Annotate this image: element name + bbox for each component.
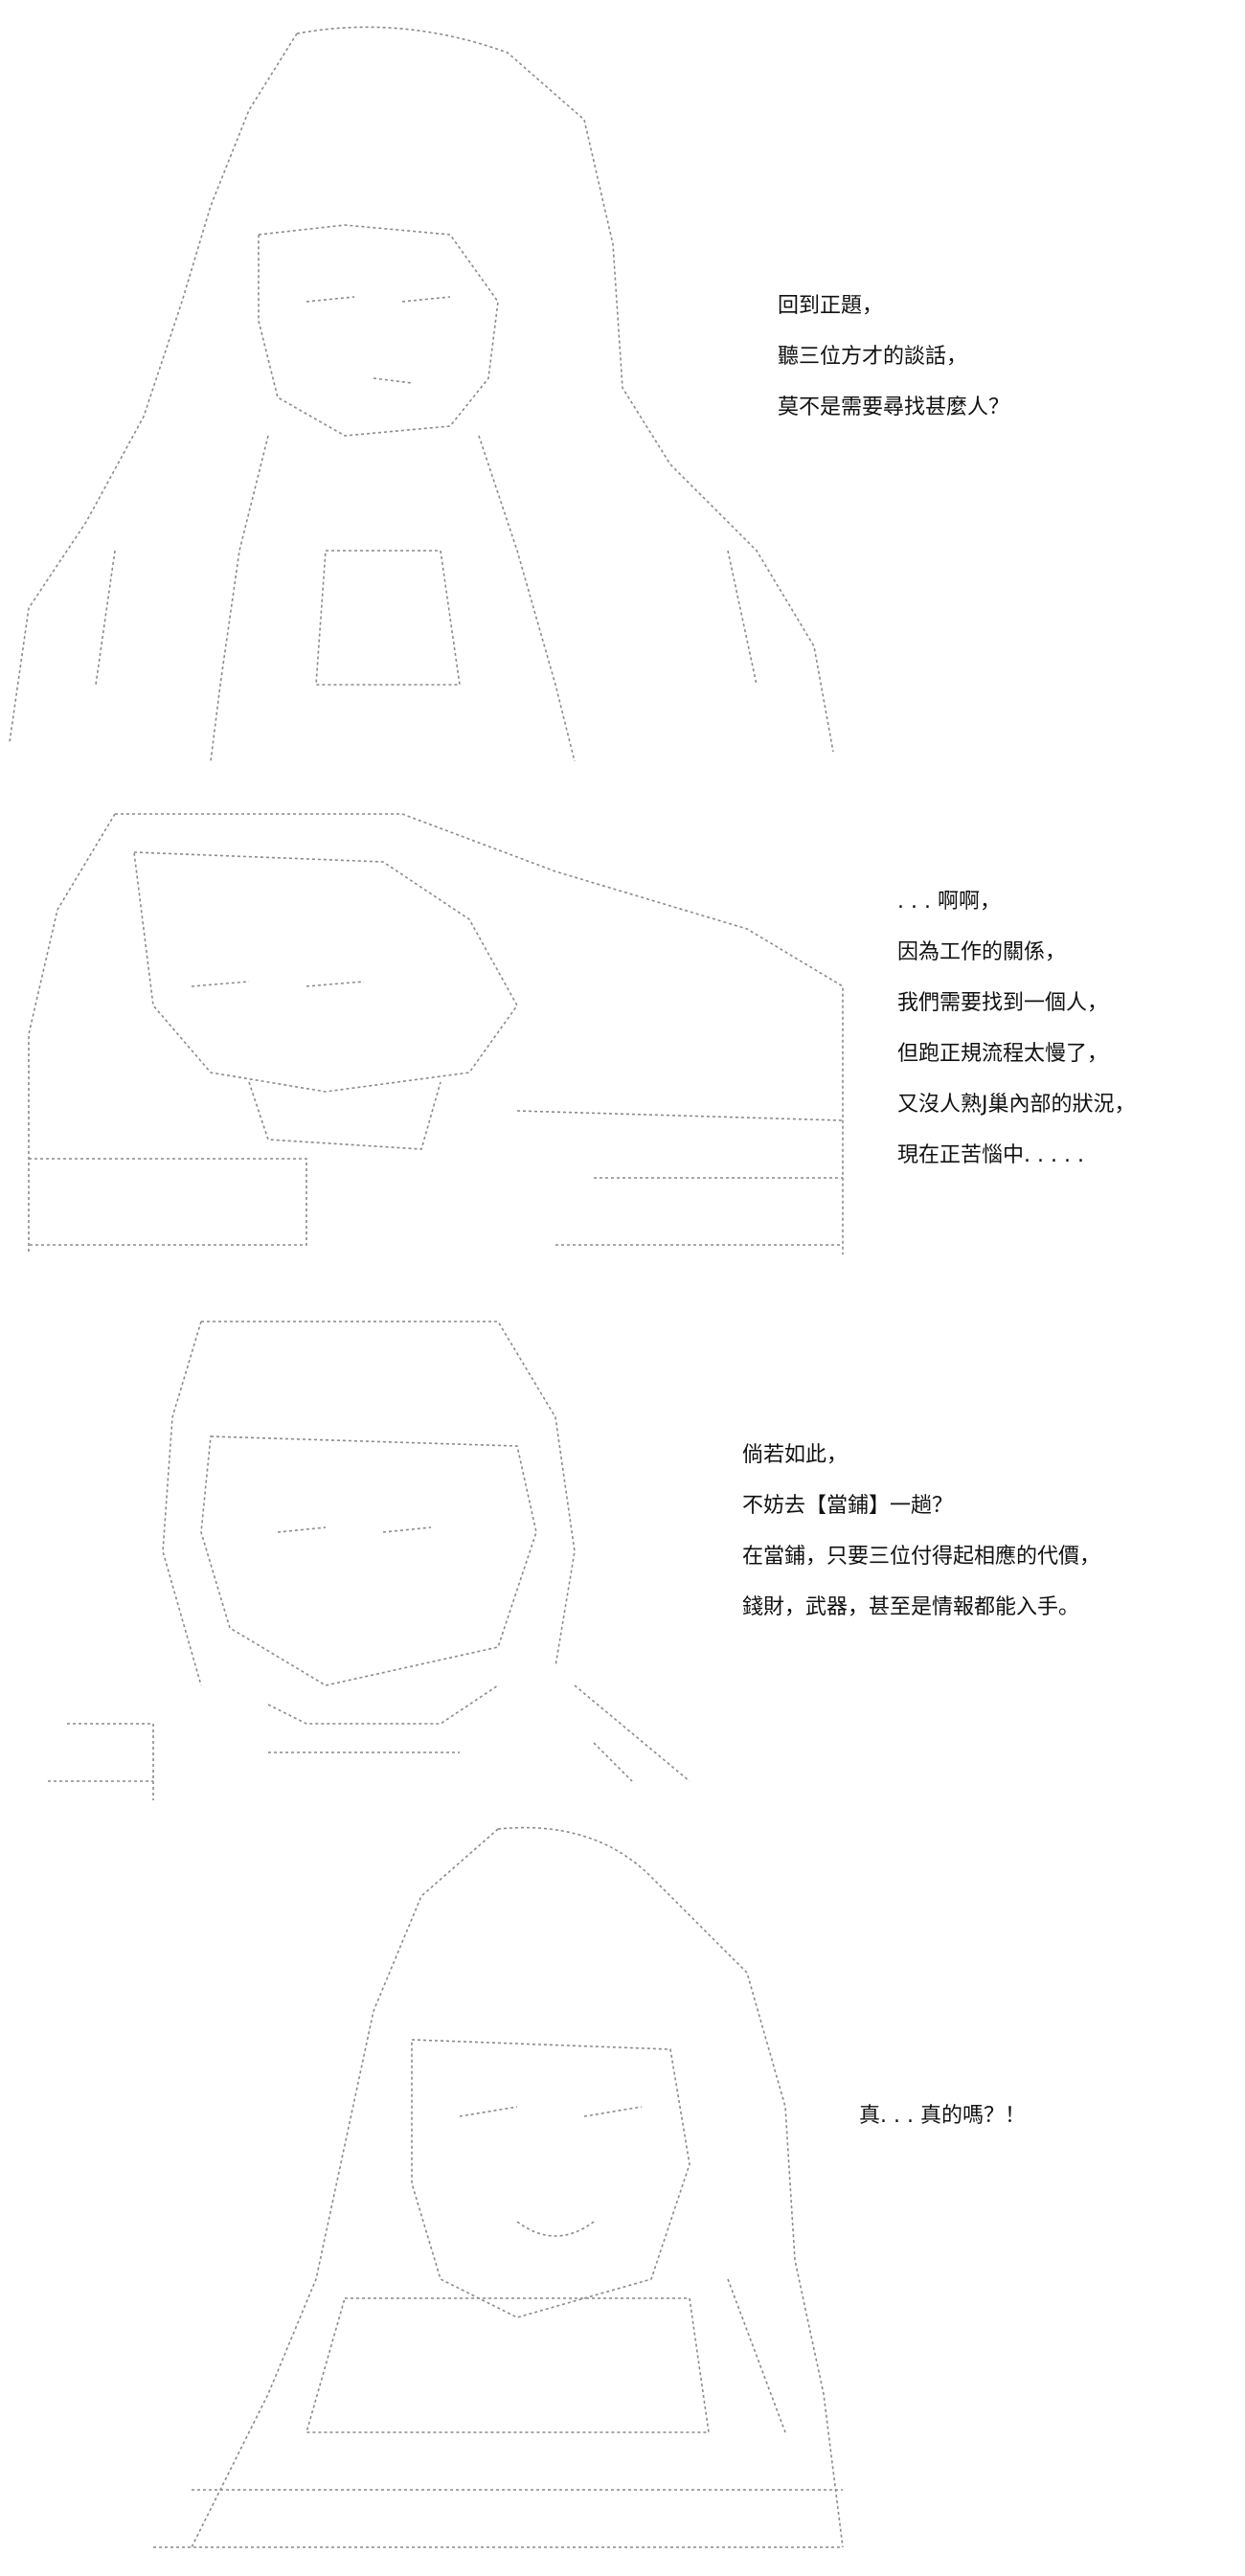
panel-3: 倘若如此， 不妨去【當鋪】一趟？ 在當鋪，只要三位付得起相應的代價， 錢財，武器…: [0, 1283, 1245, 1800]
dialogue-line: 在當鋪，只要三位付得起相應的代價，: [742, 1545, 1101, 1569]
dialogue-line: 回到正題，: [778, 294, 884, 318]
dialogue-line: 又沒人熟J巢內部的狀況，: [897, 1093, 1136, 1117]
panel-2: . . . 啊啊， 因為工作的關係， 我們需要找到一個人， 但跑正規流程太慢了，…: [0, 785, 1245, 1283]
dialogue-line: 莫不是需要尋找甚麼人？: [778, 395, 1010, 419]
character-art-3: [38, 1302, 728, 1800]
panel-1: 回到正題， 聽三位方才的談話， 莫不是需要尋找甚麼人？: [0, 0, 1245, 785]
dialogue-line: 錢財，武器，甚至是情報都能入手。: [742, 1595, 1080, 1619]
dialogue-line: . . . 啊啊，: [897, 890, 1001, 914]
dialogue-block-4: 真. . . 真的嗎？！: [859, 2105, 1026, 2128]
dialogue-line: 但跑正規流程太慢了，: [897, 1042, 1109, 1066]
dialogue-line: 真. . . 真的嗎？！: [859, 2104, 1026, 2128]
dialogue-line: 現在正苦惱中. . . . .: [897, 1143, 1084, 1167]
dialogue-line: 因為工作的關係，: [897, 940, 1067, 964]
dialogue-line: 聽三位方才的談話，: [778, 345, 968, 369]
character-art-2: [19, 795, 862, 1274]
dialogue-block-3: 倘若如此， 不妨去【當鋪】一趟？ 在當鋪，只要三位付得起相應的代價， 錢財，武器…: [742, 1444, 1100, 1619]
dialogue-line: 不妨去【當鋪】一趟？: [742, 1494, 954, 1518]
dialogue-block-1: 回到正題， 聽三位方才的談話， 莫不是需要尋找甚麼人？: [778, 295, 1009, 419]
character-art-1: [0, 14, 843, 771]
dialogue-line: 我們需要找到一個人，: [897, 991, 1109, 1015]
dialogue-block-2: . . . 啊啊， 因為工作的關係， 我們需要找到一個人， 但跑正規流程太慢了，…: [897, 891, 1136, 1167]
dialogue-line: 倘若如此，: [742, 1443, 849, 1467]
character-art-4: [57, 1819, 862, 2566]
panel-4: 真. . . 真的嗎？！: [0, 1800, 1245, 2576]
